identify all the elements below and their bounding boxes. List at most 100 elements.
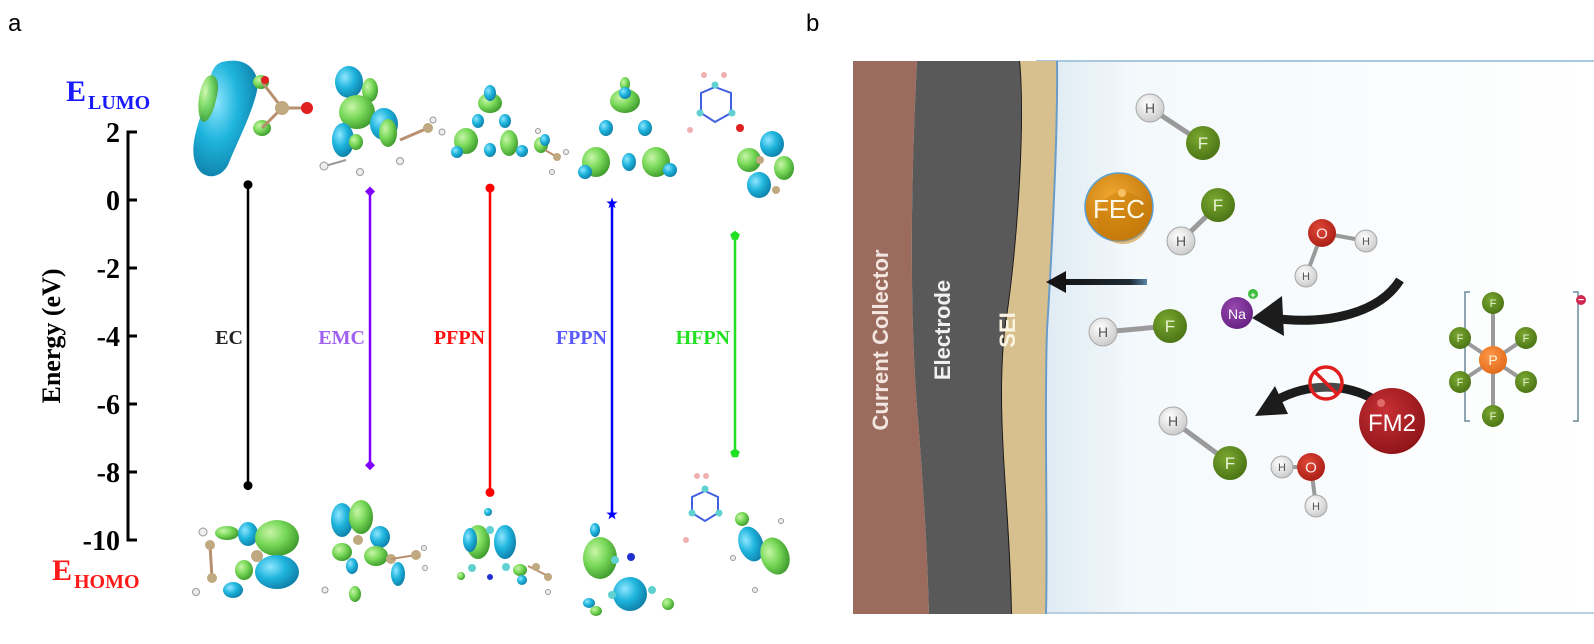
fec-label: FEC bbox=[1093, 194, 1145, 224]
fppn-lumo-orbital-icon bbox=[578, 77, 677, 179]
svg-text:H: H bbox=[1302, 271, 1310, 283]
fm2-label: FM2 bbox=[1368, 410, 1416, 437]
fm2-molecule: FM2 bbox=[1359, 388, 1425, 454]
na-label: Na bbox=[1228, 306, 1246, 322]
fppn-homo-orbital-icon bbox=[583, 523, 674, 616]
curved-arrow-lower-icon bbox=[1255, 382, 1378, 416]
ec-lumo-orbital-icon bbox=[193, 60, 313, 177]
hydrogen-atom: H bbox=[1088, 317, 1118, 347]
level-pfpn: PFPN bbox=[434, 183, 495, 497]
svg-text:F: F bbox=[1490, 411, 1497, 423]
water-molecule: HHO bbox=[1294, 219, 1378, 288]
arrow-to-sei-icon bbox=[1046, 271, 1147, 293]
electrolyte-region bbox=[1036, 61, 1594, 614]
panel-b-letter: b bbox=[806, 10, 820, 37]
sei-schematic: Current Collector Electrode SEI FEC bbox=[853, 60, 1594, 615]
lumo-label-sub: LUMO bbox=[88, 92, 150, 114]
homo-label-sub: HOMO bbox=[74, 571, 140, 593]
sei-layer bbox=[1002, 61, 1058, 614]
svg-text:O: O bbox=[1305, 459, 1317, 476]
svg-text:F: F bbox=[1213, 196, 1223, 215]
water-molecule: H H O bbox=[1270, 453, 1328, 518]
hfpn-homo-orbital-icon bbox=[683, 473, 790, 593]
emc-series-label: EMC bbox=[318, 327, 365, 349]
panel-b-sei-schematic: Current Collector Electrode SEI FEC bbox=[800, 0, 1594, 639]
svg-text:H: H bbox=[1145, 100, 1155, 116]
sei-label: SEI bbox=[995, 312, 1020, 347]
lumo-orbitals bbox=[193, 60, 794, 198]
svg-text:F: F bbox=[1225, 454, 1235, 473]
fluorine-atom: F bbox=[1449, 327, 1471, 349]
svg-text:H: H bbox=[1098, 324, 1108, 340]
pf6-charge-icon bbox=[1576, 295, 1586, 305]
svg-text:F: F bbox=[1490, 298, 1497, 310]
emc-homo-marker bbox=[365, 460, 375, 471]
current-collector-layer bbox=[853, 61, 929, 614]
svg-text:H: H bbox=[1312, 501, 1320, 513]
fluorine-atom: F bbox=[1482, 292, 1504, 314]
level-emc: EMC bbox=[318, 186, 375, 471]
svg-text:P: P bbox=[1488, 352, 1497, 368]
fluorine-atom: F bbox=[1213, 446, 1247, 480]
fppn-lumo-marker bbox=[606, 197, 618, 209]
hydrogen-atom: H bbox=[1304, 494, 1328, 518]
fec-molecule: FEC bbox=[1084, 172, 1154, 244]
hfpn-homo-marker bbox=[730, 448, 740, 458]
hf-molecule: HF bbox=[1166, 188, 1235, 256]
svg-text:F: F bbox=[1457, 333, 1464, 345]
fppn-series-label: FPPN bbox=[556, 327, 608, 349]
svg-text:F: F bbox=[1165, 317, 1175, 336]
lumo-label-main: E bbox=[66, 75, 86, 108]
y-tick-label: 2 bbox=[106, 118, 120, 149]
fluorine-atom: F bbox=[1153, 309, 1187, 343]
hydrogen-atom: H bbox=[1135, 93, 1165, 123]
hfpn-lumo-orbital-icon bbox=[687, 72, 794, 198]
y-tick-label: 0 bbox=[106, 186, 120, 217]
ec-homo-marker bbox=[243, 481, 253, 491]
current-collector-label: Current Collector bbox=[868, 249, 893, 430]
svg-text:F: F bbox=[1523, 333, 1530, 345]
pfpn-homo-marker bbox=[485, 487, 495, 497]
fluorine-atom: F bbox=[1482, 405, 1504, 427]
ec-series-label: EC bbox=[215, 327, 243, 349]
emc-lumo-marker bbox=[365, 186, 375, 197]
electrode-label: Electrode bbox=[930, 280, 955, 380]
hydrogen-atom: H bbox=[1166, 226, 1196, 256]
pfpn-lumo-marker bbox=[485, 183, 495, 193]
y-tick-label: -2 bbox=[97, 254, 120, 285]
fppn-homo-marker bbox=[606, 508, 618, 520]
emc-lumo-orbital-icon bbox=[319, 66, 446, 176]
oxygen-atom: O bbox=[1308, 219, 1336, 247]
ec-lumo-marker bbox=[243, 180, 253, 190]
pfpn-homo-orbital-icon bbox=[457, 508, 552, 595]
oxygen-atom: O bbox=[1297, 453, 1325, 481]
y-tick-label: -10 bbox=[83, 526, 120, 557]
hf-molecule: HF bbox=[1135, 93, 1220, 160]
phosphorus-atom: P bbox=[1479, 346, 1507, 374]
hydrogen-atom: H bbox=[1294, 264, 1318, 288]
svg-text:H: H bbox=[1278, 462, 1286, 474]
hydrogen-atom: H bbox=[1158, 406, 1188, 436]
fluorine-atom: F bbox=[1201, 188, 1235, 222]
pfpn-series-label: PFPN bbox=[434, 327, 486, 349]
pf6-charge: − bbox=[1578, 295, 1584, 306]
svg-text:H: H bbox=[1168, 413, 1178, 429]
energy-level-chart: E LUMO E HOMO Energy (eV) 20-2-4-6-8-10 … bbox=[37, 60, 794, 616]
panel-a-letter: a bbox=[8, 10, 22, 37]
level-fppn: FPPN bbox=[556, 197, 618, 520]
homo-label-main: E bbox=[52, 554, 72, 587]
fluorine-atom: F bbox=[1186, 126, 1220, 160]
fluorine-atom: F bbox=[1515, 371, 1537, 393]
lumo-label: E LUMO bbox=[66, 75, 150, 114]
y-axis-ticks: 20-2-4-6-8-10 bbox=[83, 118, 137, 557]
ec-homo-orbital-icon bbox=[192, 520, 299, 598]
hfpn-lumo-marker bbox=[730, 230, 740, 240]
emc-homo-orbital-icon bbox=[321, 500, 428, 602]
svg-text:O: O bbox=[1316, 225, 1328, 242]
y-axis-label: Energy (eV) bbox=[37, 268, 66, 403]
curved-arrow-upper-icon bbox=[1252, 277, 1404, 336]
homo-label: E HOMO bbox=[52, 554, 140, 593]
